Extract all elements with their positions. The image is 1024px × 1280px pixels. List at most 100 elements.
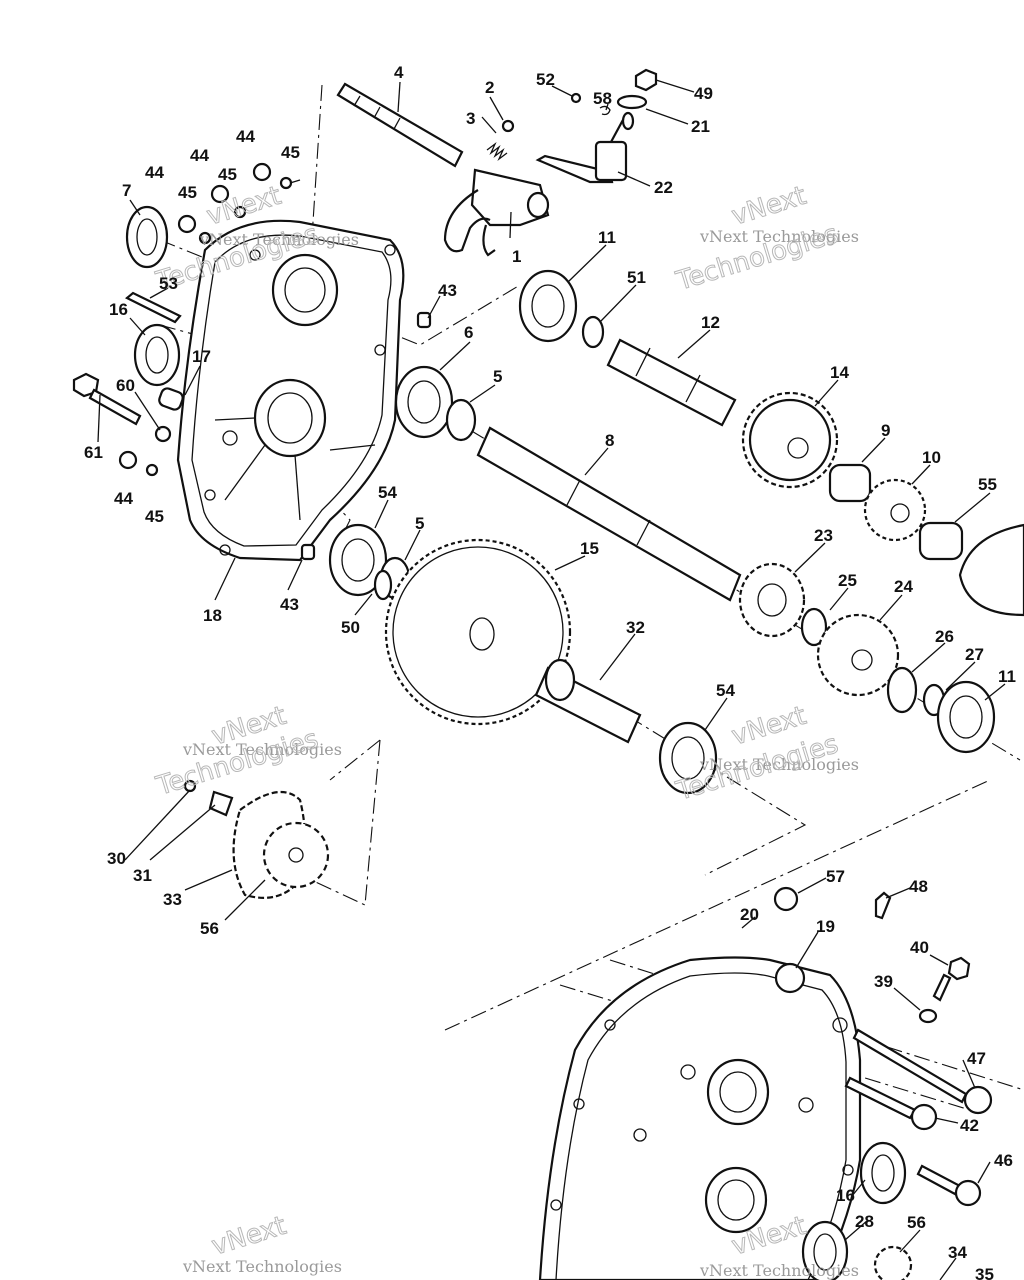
bolt-46 [916,1164,982,1207]
part-label: 56 [907,1213,926,1232]
gear-14 [741,391,839,489]
part-label: 23 [814,526,833,545]
part-label: 43 [280,595,299,614]
part-label: 51 [627,268,646,287]
bushing-55 [918,521,964,561]
part-label: 11 [598,228,616,247]
spring-3 [486,141,508,162]
plug-57 [773,886,799,912]
watermark-text-4: vNext Technologies [699,755,859,774]
part-label: 8 [605,431,614,450]
part-label: 42 [960,1116,979,1135]
watermark-text-6: vNext Technologies [699,1261,859,1280]
bolt-47 [852,1028,993,1115]
part-label: 50 [341,618,360,637]
shift-shaft-4 [336,82,464,168]
part-label: 45 [281,143,300,162]
part-label: 20 [740,905,759,924]
part-label: 47 [967,1049,986,1068]
watermark-text-1: vNext Technologies [199,230,359,249]
part-label: 44 [145,163,164,182]
seal-16 [133,323,181,387]
part-labels: 1 2 3 4 5 5 6 7 8 9 10 11 11 12 14 15 16… [84,63,1016,1280]
part-label: 31 [133,866,152,885]
shift-fork-1 [443,168,550,257]
bushing-17 [158,387,184,411]
bearing-11-top [518,269,578,343]
part-label: 5 [493,367,502,386]
part-label: 10 [922,448,941,467]
part-label: 45 [218,165,237,184]
part-label: 9 [881,421,890,440]
pin-52 [570,92,582,104]
bolt-61 [72,372,142,426]
part-label: 44 [236,127,255,146]
dowel-43a [416,311,432,329]
part-label: 2 [485,78,494,97]
clip-51 [581,315,605,349]
part-label: 7 [122,181,131,200]
part-label: 28 [855,1212,874,1231]
part-label: 40 [910,938,929,957]
part-label: 14 [830,363,849,382]
washer-5a [445,398,477,442]
gear-24 [816,613,900,697]
watermark-text-5: vNext Technologies [182,1257,342,1276]
pin-48 [874,891,892,920]
part-label: 33 [163,890,182,909]
sprocket-chain-group [183,779,330,899]
part-label: 3 [466,109,475,128]
bearing-54-bottom [658,721,718,795]
gear-right-partial [958,523,1024,617]
part-label: 22 [654,178,673,197]
needle-bearing-26 [886,666,918,714]
part-label: 45 [178,183,197,202]
part-label: 12 [701,313,720,332]
part-label: 4 [394,63,404,82]
washer-39 [918,1008,938,1024]
part-label: 57 [826,867,845,886]
part-label: 16 [109,300,128,319]
part-label: 16 [836,1186,855,1205]
shift-arm-22 [535,111,635,184]
washer-21 [616,94,648,110]
gear-23 [738,562,806,638]
nuts-and-washers-44-45 [118,162,293,477]
clip-50 [373,569,393,601]
part-label: 55 [978,475,997,494]
part-label: 34 [948,1243,967,1262]
seal-7 [125,205,169,269]
part-label: 5 [415,514,424,533]
bushing-9 [828,463,872,503]
part-label: 61 [84,443,103,462]
part-label: 53 [159,274,178,293]
gear-10 [863,478,927,542]
input-shaft-12 [606,338,737,427]
part-label: 54 [716,681,735,700]
part-label: 60 [116,376,135,395]
gear-shaft-32 [534,658,642,744]
part-label: 54 [378,483,397,502]
bearing-54-left [328,523,388,597]
watermark-text-3: vNext Technologies [182,740,342,759]
nut-49 [634,68,658,92]
seal-28 [801,1220,849,1280]
output-shaft-8 [476,426,742,602]
part-label: 39 [874,972,893,991]
part-label: 43 [438,281,457,300]
sprocket-56-right [873,1245,913,1280]
part-label: 26 [935,627,954,646]
clip-25 [800,607,828,647]
part-label: 58 [593,89,612,108]
bolt-42 [844,1076,938,1131]
part-label: 27 [965,645,984,664]
part-label: 6 [464,323,473,342]
leader-lines [97,79,1006,1280]
part-label: 24 [894,577,913,596]
part-label: 44 [190,146,209,165]
bearing-6 [394,365,454,439]
dowel-43b [300,543,316,561]
part-label: 49 [694,84,713,103]
